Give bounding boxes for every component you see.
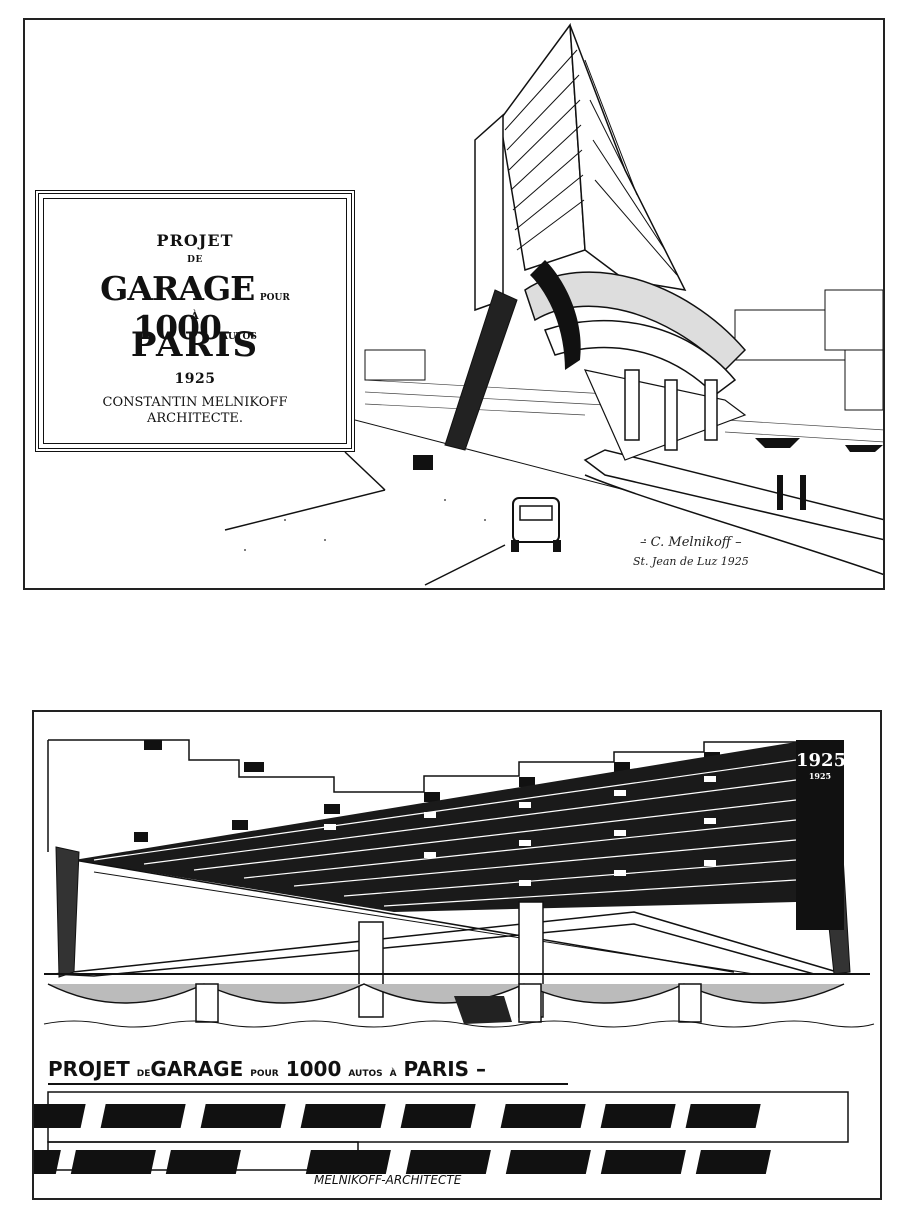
caption-garage: GARAGE	[150, 1057, 244, 1081]
architect-credit: MELNIKOFF-ARCHITECTE	[314, 1173, 462, 1187]
sign-paris: PARIS	[130, 325, 260, 365]
sign-architect-title: ARCHITECTE.	[147, 411, 243, 426]
year-plate-small: 1925	[808, 771, 832, 781]
caption-underline	[48, 1083, 568, 1085]
sign-projet: PROJET	[156, 231, 234, 250]
sign-autos: AUTOS	[220, 332, 257, 342]
caption-pour: POUR	[250, 1069, 279, 1079]
signature-line-2: St. Jean de Luz 1925	[633, 555, 749, 568]
sign-count: 1000	[133, 308, 222, 347]
year-plate-number: 1925	[796, 750, 847, 771]
elevation-drawing: 1925 1925 PROJET DEGARAGE POUR 1000 AUTO…	[32, 710, 882, 1200]
year-plate: 1925 1925	[796, 740, 847, 930]
caption-autos: AUTOS	[348, 1069, 383, 1079]
title-sign: PROJET DE GARAGE POUR 1000AUTOS À PARIS …	[35, 190, 355, 452]
caption-de: DE	[136, 1069, 151, 1079]
perspective-illustration	[224, 22, 883, 586]
sign-year: 1925	[174, 371, 216, 387]
signature-line-1: – C. Melnikoff –	[640, 535, 742, 550]
perspective-drawing: PROJET DE GARAGE POUR 1000AUTOS À PARIS …	[23, 18, 885, 590]
caption-count: 1000	[285, 1057, 342, 1081]
car-icon	[511, 497, 561, 552]
caption-a: À	[389, 1069, 397, 1079]
elevation-caption: PROJET DEGARAGE POUR 1000 AUTOS À PARIS …	[48, 1057, 486, 1081]
sign-garage-row: GARAGE POUR 1000AUTOS	[44, 269, 346, 347]
sign-a: À	[190, 311, 200, 322]
sign-pour: POUR	[259, 293, 290, 303]
sign-de: DE	[187, 255, 203, 265]
caption-paris: PARIS –	[403, 1057, 487, 1081]
sign-architect: CONSTANTIN MELNIKOFF	[102, 395, 288, 410]
caption-projet: PROJET	[48, 1057, 130, 1081]
sign-garage: GARAGE	[100, 269, 255, 308]
elevation-illustration	[34, 739, 875, 1174]
